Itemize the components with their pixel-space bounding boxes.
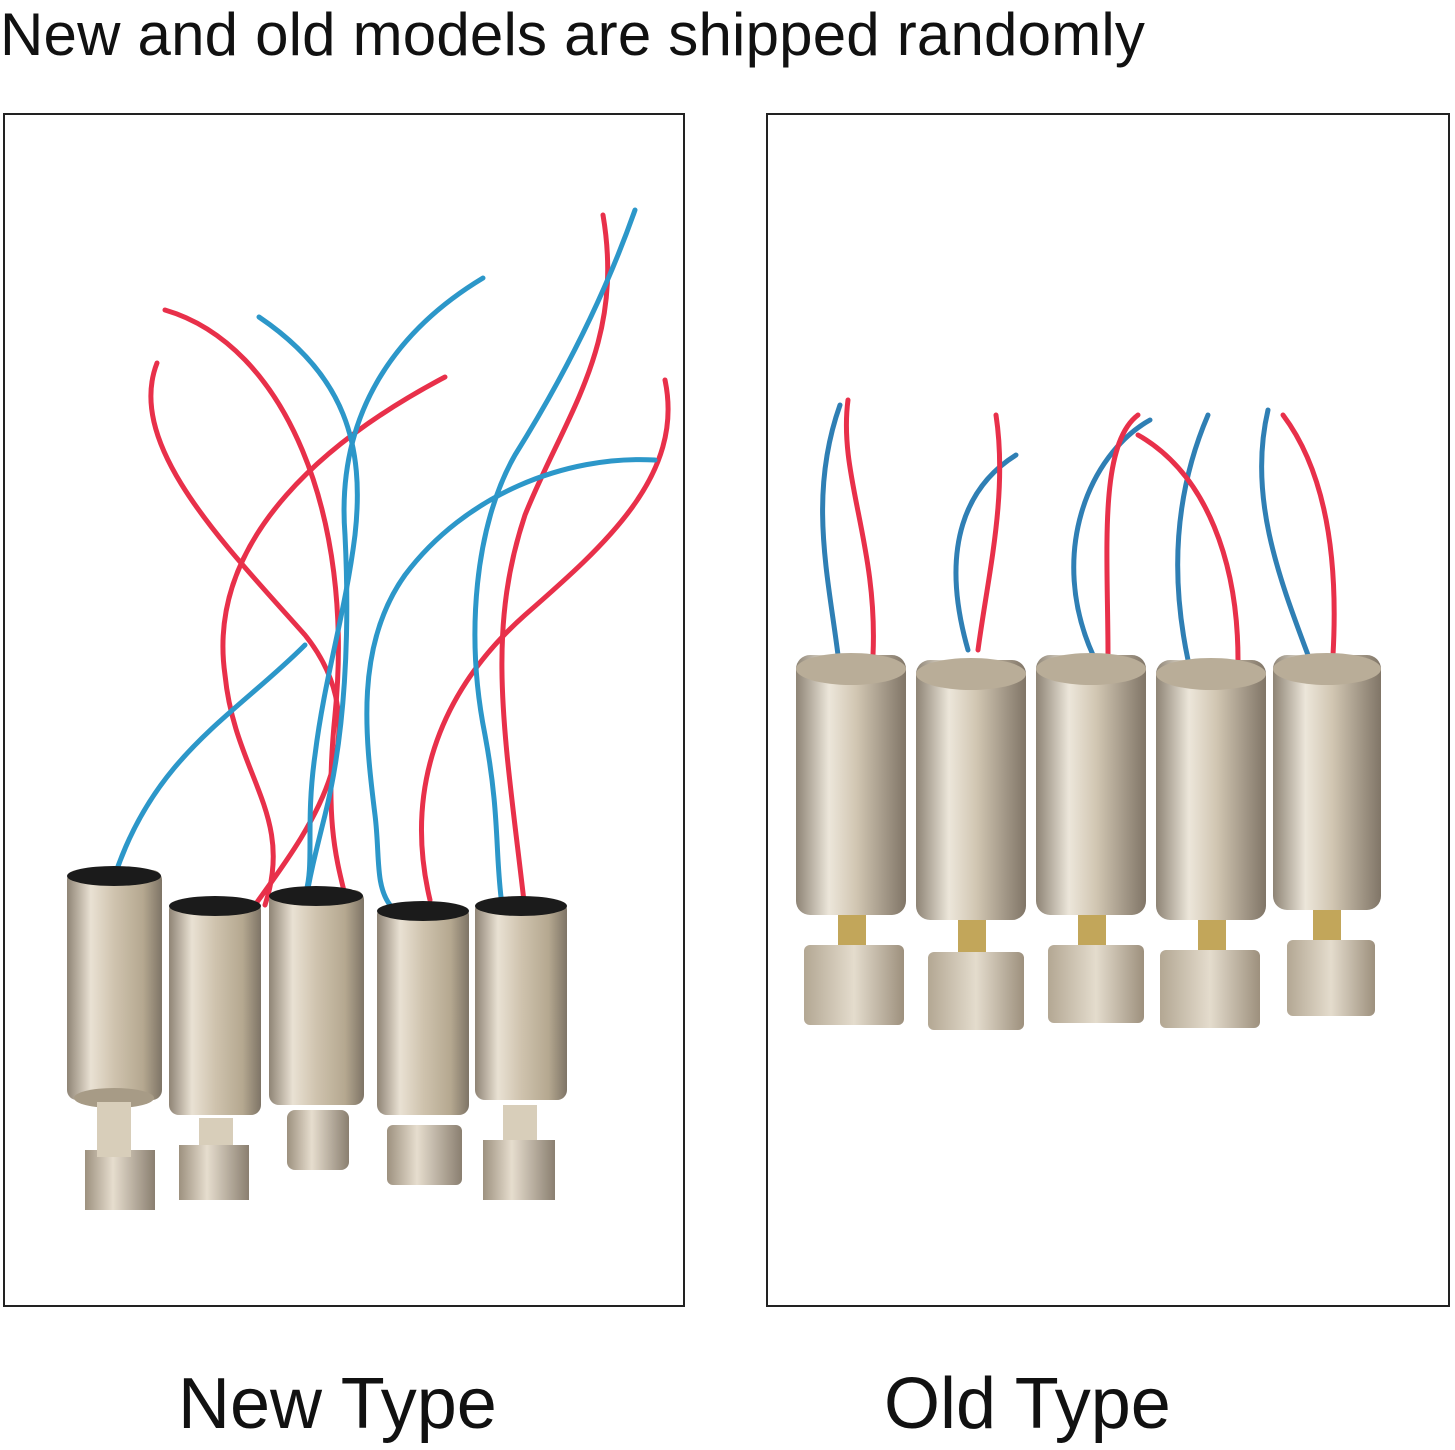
motor-icon <box>269 886 364 1170</box>
blue-wire-icon <box>820 402 843 658</box>
blue-wire-icon <box>1259 407 1311 658</box>
blue-wire-icon <box>302 275 486 908</box>
red-wire-icon <box>148 360 342 908</box>
blue-wire-icon <box>112 642 308 878</box>
red-wire-icon <box>975 412 1003 653</box>
headline: New and old models are shipped randomly <box>0 1 1146 68</box>
old-type-caption: Old Type <box>884 1364 1171 1444</box>
new-type-photo-panel <box>3 113 685 1307</box>
red-wire-icon <box>1104 412 1141 658</box>
motors-row <box>796 653 1381 1030</box>
motor-icon <box>1156 658 1266 1028</box>
blue-wire-icon <box>256 314 360 898</box>
red-wire-icon <box>1135 432 1241 663</box>
motor-icon <box>169 896 261 1200</box>
wires <box>820 397 1337 663</box>
red-wire-icon <box>1280 412 1337 658</box>
red-wire-icon <box>499 212 611 913</box>
wires <box>112 207 671 913</box>
red-wire-icon <box>843 397 876 658</box>
blue-wire-icon <box>472 207 638 908</box>
motors-row <box>67 866 567 1210</box>
motor-icon <box>796 653 906 1025</box>
blue-wire-icon <box>1175 412 1211 663</box>
new-type-caption: New Type <box>178 1364 497 1444</box>
red-wire-icon <box>419 377 671 903</box>
motor-icon <box>1036 653 1146 1023</box>
old-type-motors-photo <box>796 397 1381 1030</box>
old-type-photo-panel <box>766 113 1450 1307</box>
motor-icon <box>475 896 567 1200</box>
motor-icon <box>1273 653 1381 1016</box>
new-type-motors-photo <box>67 207 671 1210</box>
blue-wire-icon <box>364 457 658 908</box>
blue-wire-icon <box>1071 417 1153 658</box>
blue-wire-icon <box>953 452 1019 653</box>
motor-icon <box>67 866 162 1210</box>
motor-icon <box>377 901 469 1185</box>
motor-icon <box>916 658 1026 1030</box>
